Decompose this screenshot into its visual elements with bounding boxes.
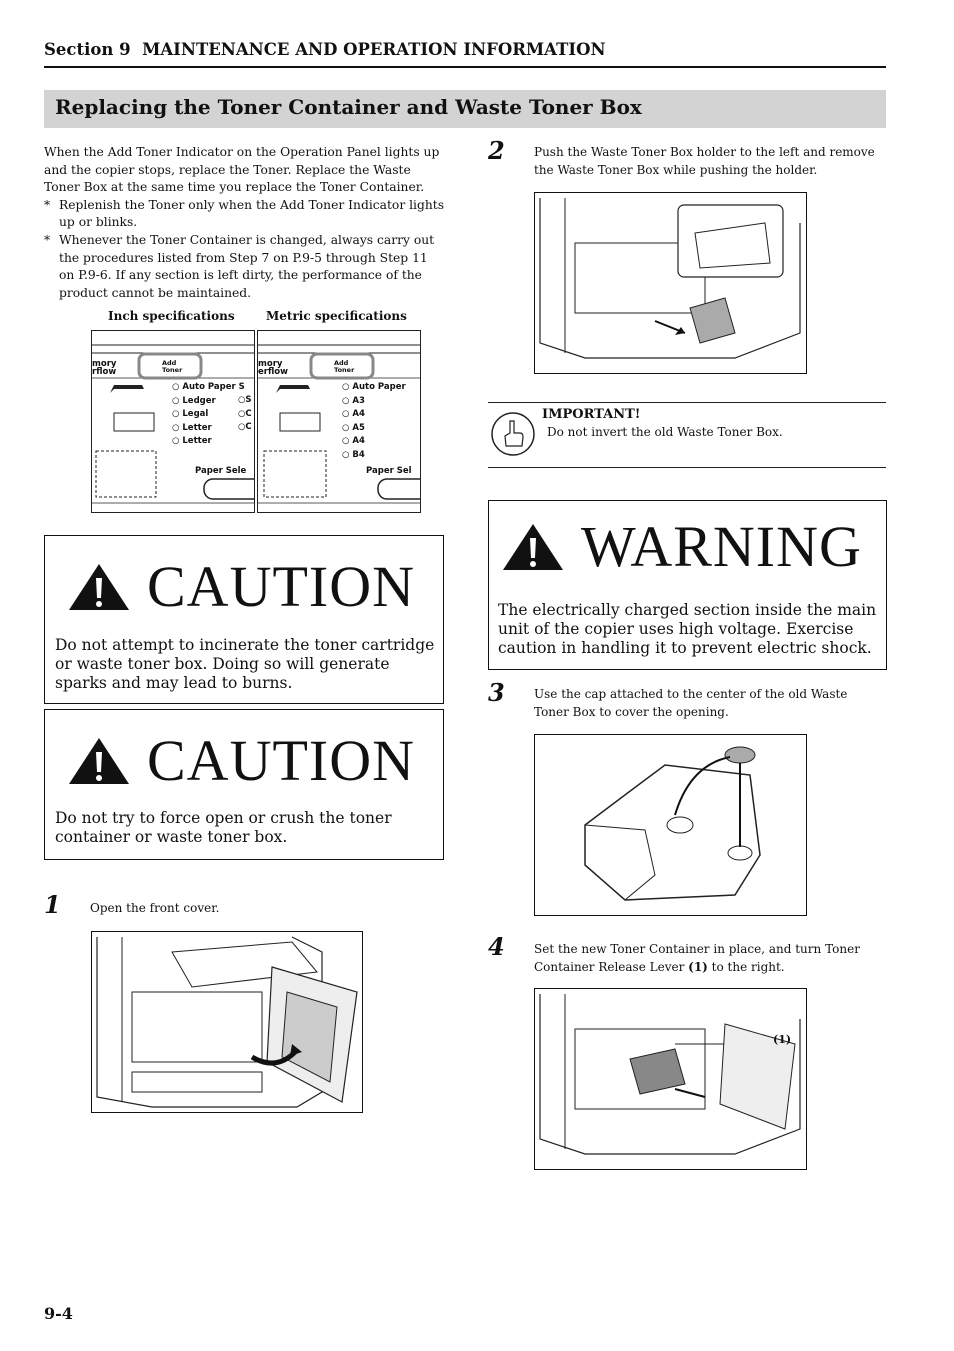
note-text: Whenever the Toner Container is changed,…	[59, 232, 435, 300]
note-marker: *	[44, 232, 51, 247]
step-number-2: 2	[488, 136, 505, 165]
page-title: Replacing the Toner Container and Waste …	[55, 95, 642, 119]
section-title: MAINTENANCE AND OPERATION INFORMATION	[142, 40, 606, 59]
caution-box-2: CAUTION Do not try to force open or crus…	[44, 709, 444, 860]
illustration-open-front-cover	[91, 931, 363, 1113]
paper-select-label: Paper Sel	[366, 466, 412, 476]
page-title-bar: Replacing the Toner Container and Waste …	[44, 90, 886, 128]
step-text-4: Set the new Toner Container in place, an…	[534, 942, 860, 974]
note-text: Replenish the Toner only when the Add To…	[59, 197, 445, 230]
step-text-1: Open the front cover.	[90, 901, 220, 915]
step-text-2: Push the Waste Toner Box holder to the l…	[534, 145, 875, 177]
important-text: Do not invert the old Waste Toner Box.	[547, 425, 783, 439]
note-marker: *	[44, 197, 51, 212]
caution-heading-row: CAUTION	[67, 558, 415, 616]
warning-triangle-icon	[69, 738, 129, 784]
intro-paragraph: When the Add Toner Indicator on the Oper…	[44, 145, 440, 195]
caution-box-1: CAUTION Do not attempt to incinerate the…	[44, 535, 444, 704]
warning-triangle-icon	[503, 524, 563, 570]
paper-size-list: ○ Auto Paper S ○ Ledger ○ Legal ○ Letter…	[172, 382, 245, 446]
section-header: Section 9 MAINTENANCE AND OPERATION INFO…	[44, 40, 886, 68]
illustration-set-toner: (1)	[534, 988, 807, 1170]
panel-lines	[258, 344, 420, 504]
illustration-cap-waste-box	[534, 734, 807, 916]
intro-note-2: * Whenever the Toner Container is change…	[44, 232, 444, 302]
warning-text: The electrically charged section inside …	[498, 601, 877, 657]
intro-note-1: * Replenish the Toner only when the Add …	[44, 197, 444, 232]
section-label: Section 9	[44, 40, 131, 59]
paper-select-label: Paper Sele	[195, 466, 247, 476]
step-text-3: Use the cap attached to the center of th…	[534, 687, 848, 719]
lever-callout-label: (1)	[773, 1033, 792, 1046]
caution-text: Do not try to force open or crush the to…	[55, 809, 392, 846]
step-number-4: 4	[488, 932, 505, 961]
important-notice: IMPORTANT! Do not invert the old Waste T…	[488, 402, 886, 468]
step-number-1: 1	[44, 890, 61, 919]
step-number-3: 3	[488, 678, 505, 707]
paper-size-list: ○ Auto Paper ○ A3 ○ A4 ○ A5 ○ A4 ○ B4	[342, 382, 406, 460]
caution-heading: CAUTION	[147, 728, 415, 793]
warning-heading: WARNING	[581, 514, 862, 579]
panel-caption-metric: Metric specifications	[266, 309, 407, 323]
illustration-remove-waste-box	[534, 192, 807, 374]
caution-text: Do not attempt to incinerate the toner c…	[55, 636, 435, 692]
waste-box-cap-drawing	[584, 746, 761, 901]
intro-text: When the Add Toner Indicator on the Oper…	[44, 144, 444, 302]
panel-lines	[92, 344, 254, 504]
panel-caption-inch: Inch specifications	[108, 309, 235, 323]
copier-waste-box-drawing	[539, 198, 801, 359]
copier-toner-drawing	[539, 994, 801, 1155]
caution-heading-row: CAUTION	[67, 732, 415, 790]
pointing-hand-icon	[491, 412, 535, 456]
paper-type-list: ○S ○C ○C	[238, 395, 252, 432]
important-label: IMPORTANT!	[542, 407, 641, 422]
caution-heading: CAUTION	[147, 554, 415, 619]
copier-front-cover-drawing	[96, 936, 358, 1108]
warning-box: WARNING The electrically charged section…	[488, 500, 887, 670]
warning-triangle-icon	[69, 564, 129, 610]
page-number: 9-4	[44, 1304, 73, 1323]
warning-heading-row: WARNING	[501, 518, 862, 576]
